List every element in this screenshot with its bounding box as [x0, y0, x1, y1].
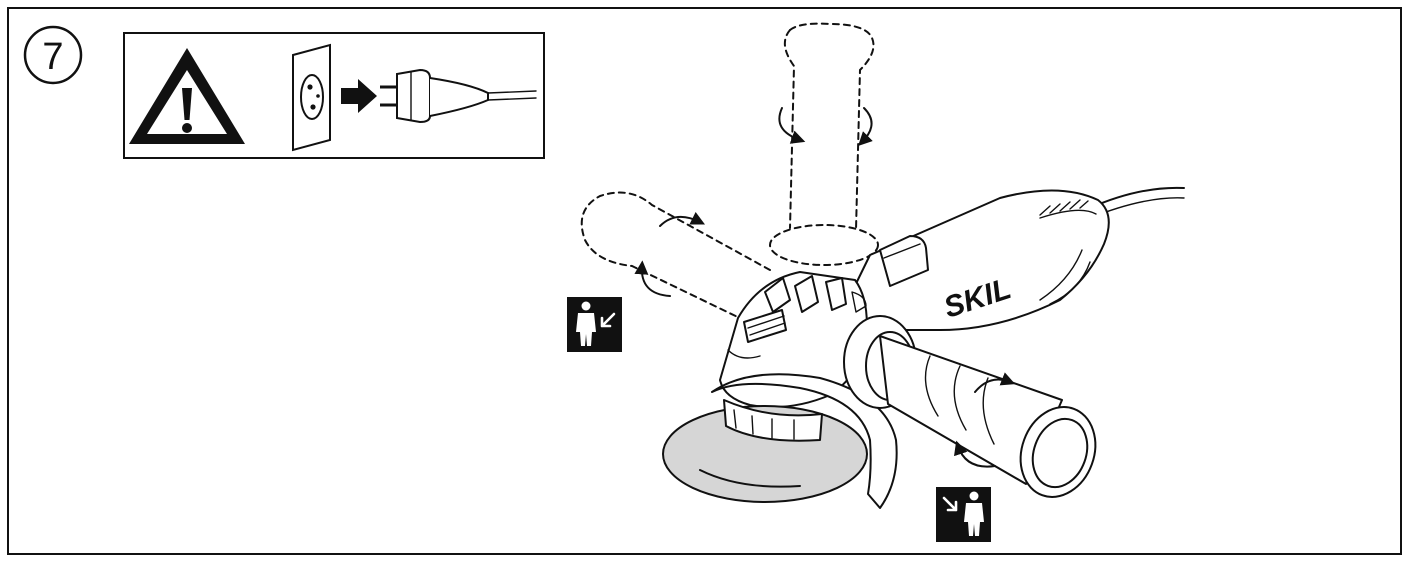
- handle-position-left-ghost: [580, 191, 771, 323]
- unplug-warning-panel: [123, 32, 545, 159]
- handle-position-top-ghost: [769, 22, 879, 266]
- grinder-gear-head: [719, 271, 868, 409]
- plug-icon: [380, 68, 537, 124]
- figure-frame: [7, 7, 1402, 555]
- step-number: 7: [42, 36, 63, 78]
- grinder-motor-housing: SKIL: [847, 189, 1110, 331]
- step-badge: 7: [23, 25, 83, 85]
- wall-socket-icon: [292, 43, 331, 152]
- left-handed-user-icon: [567, 297, 622, 352]
- side-handle: [843, 315, 1097, 498]
- unplug-arrow-icon: [341, 79, 377, 113]
- warning-triangle-icon: [129, 48, 245, 144]
- right-handed-user-icon: [936, 487, 991, 542]
- grinding-disc: [662, 373, 898, 509]
